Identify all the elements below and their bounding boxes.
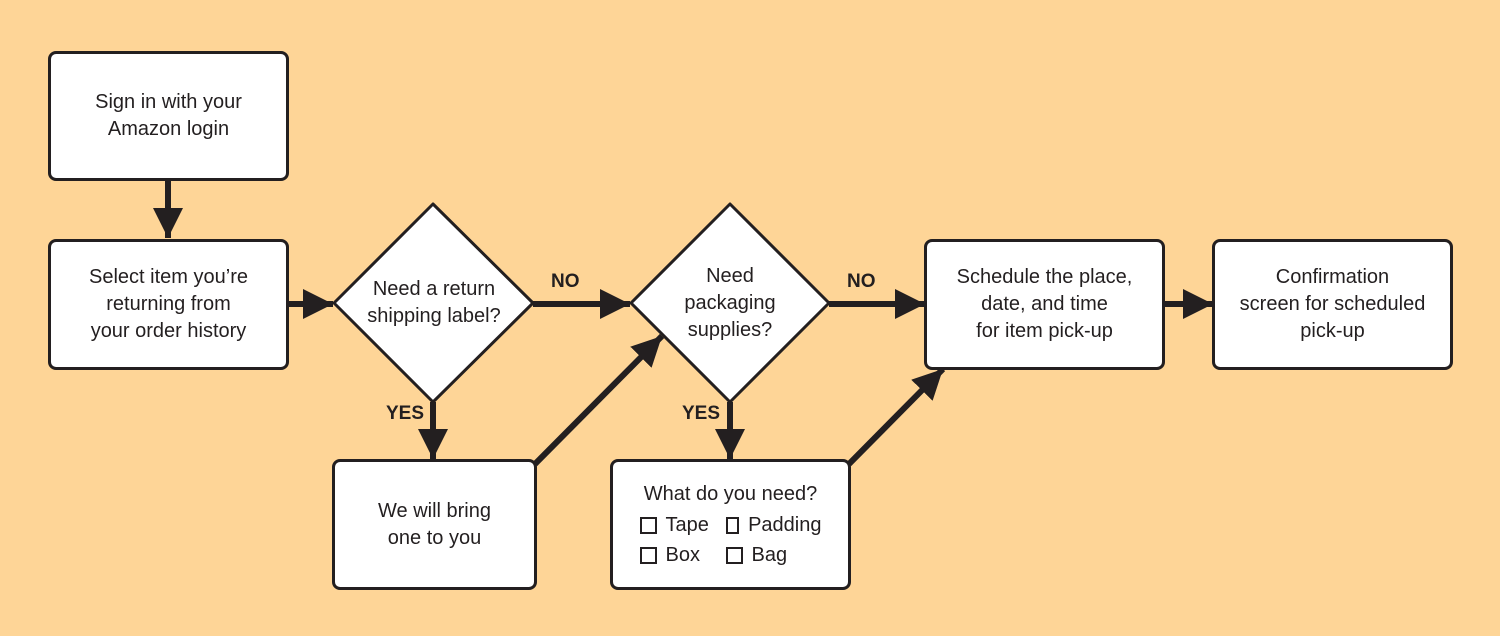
edge-label-no-1: NO bbox=[551, 271, 580, 292]
edge-label-yes-1: YES bbox=[386, 403, 425, 424]
option-box-label: Box bbox=[665, 543, 700, 566]
checkbox-icon[interactable] bbox=[639, 516, 657, 534]
option-tape-label: Tape bbox=[665, 513, 709, 536]
edge-label-no-2: NO bbox=[847, 271, 876, 292]
option-box[interactable]: Box bbox=[639, 542, 726, 569]
checkbox-icon[interactable] bbox=[725, 546, 743, 564]
option-padding-label: Padding bbox=[748, 513, 822, 536]
edge-label-yes-2: YES bbox=[682, 403, 721, 424]
what-need-title: What do you need? bbox=[643, 482, 818, 505]
option-tape[interactable]: Tape bbox=[639, 512, 726, 539]
decision-diamond-supplies bbox=[629, 202, 831, 404]
node-sign-in: Sign in with your Amazon login bbox=[48, 51, 289, 181]
node-select-item: Select item you’re returning from your o… bbox=[48, 239, 289, 370]
node-schedule: Schedule the place, date, and time for i… bbox=[924, 239, 1165, 370]
node-bring-one: We will bring one to you bbox=[332, 459, 537, 590]
decision-diamond-label bbox=[332, 202, 535, 404]
option-bag[interactable]: Bag bbox=[725, 542, 822, 569]
node-confirmation: Confirmation screen for scheduled pick-u… bbox=[1212, 239, 1453, 370]
decision-label-text: Need a return shipping label? bbox=[367, 278, 501, 327]
checkbox-icon[interactable] bbox=[639, 546, 657, 564]
arrow-bring-to-supplies bbox=[532, 333, 665, 467]
checkbox-icon[interactable] bbox=[725, 516, 740, 534]
options-grid: Tape Padding Box Bag bbox=[639, 512, 822, 569]
arrow-needs-to-schedule bbox=[846, 366, 946, 467]
node-what-need: What do you need? Tape Padding Box Bag bbox=[610, 459, 851, 590]
decision-supplies-text: Need packaging supplies? bbox=[684, 265, 776, 341]
option-padding[interactable]: Padding bbox=[725, 512, 822, 539]
option-bag-label: Bag bbox=[751, 543, 788, 566]
